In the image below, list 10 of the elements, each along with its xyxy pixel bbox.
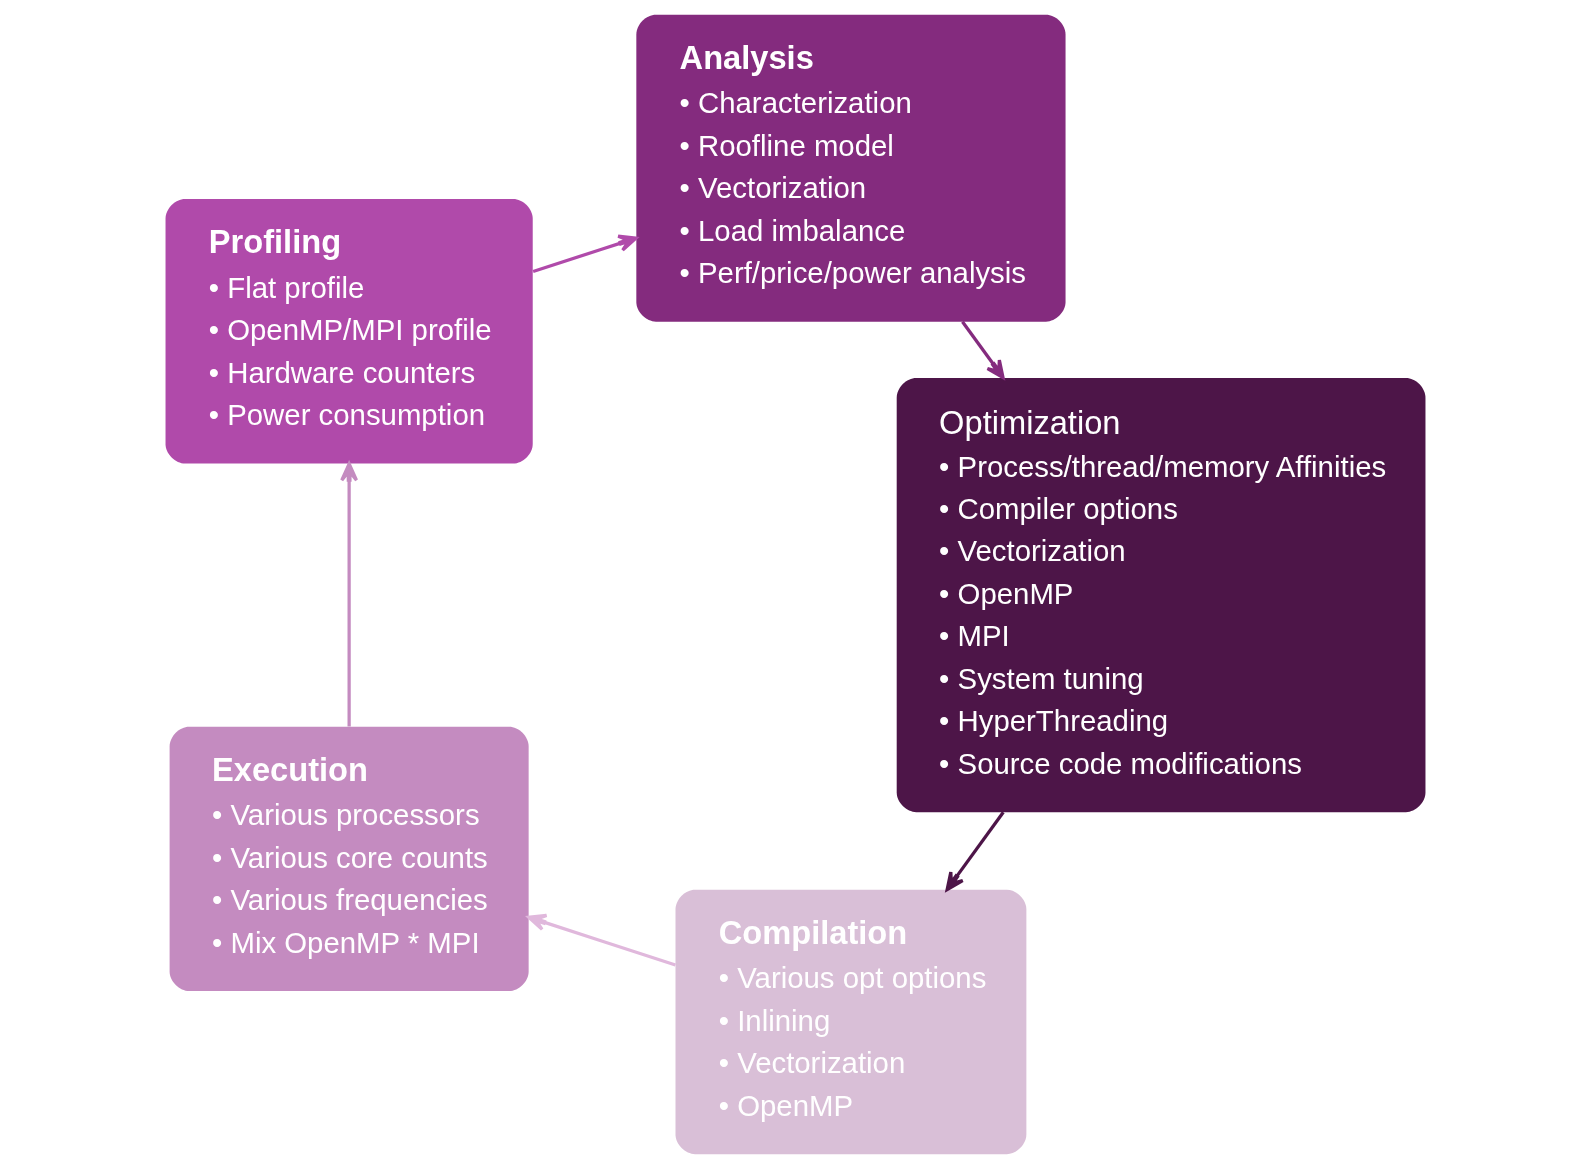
arrow [532, 234, 638, 274]
arrow [526, 913, 676, 967]
node-box: Execution • Various processors • Various core counts • Various frequencies • Mix OpenMP * MPI [169, 726, 529, 992]
node-box: Analysis • Characterization • Roofline model • Vectorization • Load imbalance • Perf/price/power analysis [635, 14, 1066, 322]
arrow [339, 462, 358, 727]
node-box: Profiling • Flat profile • OpenMP/MPI profile • Hardware counters • Power consumption [165, 199, 533, 464]
arrow [960, 320, 1005, 380]
node-box: Optimization • Process/thread/memory Affinities • Compiler options • Vectorization • OpenMP • MPI • System tuning • HyperThreading • Source code modifications [896, 378, 1425, 813]
arrow [945, 811, 1005, 892]
node-box: Compilation • Various opt options • Inlining • Vectorization • OpenMP [675, 889, 1026, 1155]
